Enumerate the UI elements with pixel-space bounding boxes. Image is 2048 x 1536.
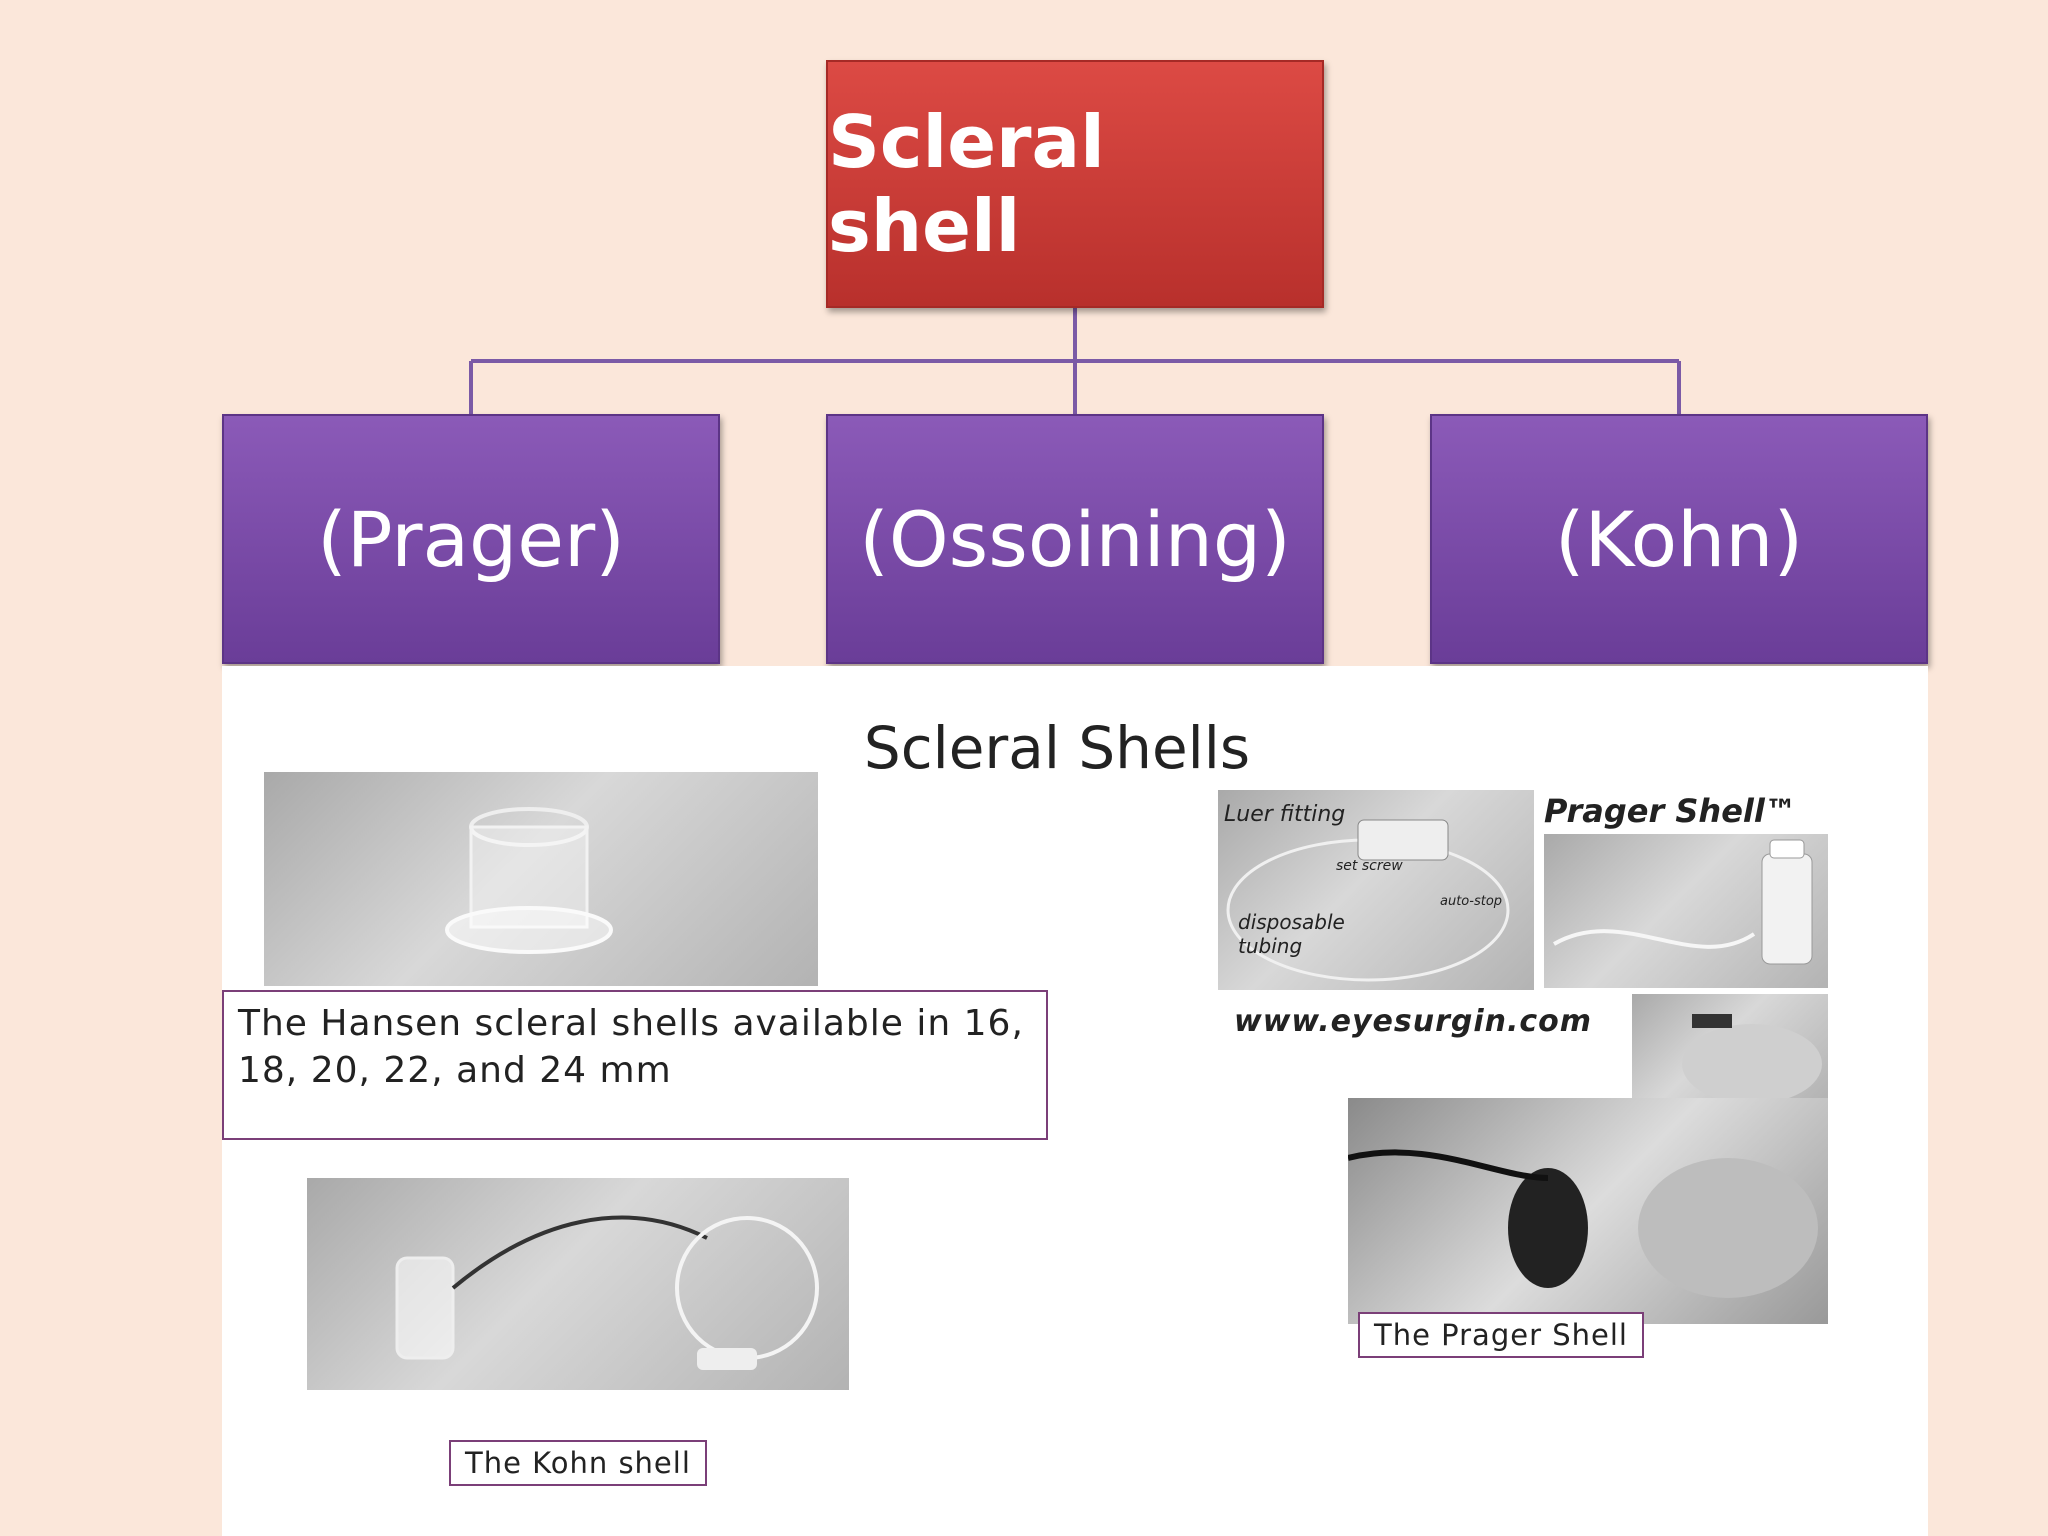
prager-product-photo (1544, 834, 1828, 988)
prager-device-illustration (1226, 819, 1510, 982)
prager-patient-photo (1632, 994, 1828, 1098)
prager-caption: The Prager Shell (1358, 1312, 1644, 1358)
disposable-tubing-label: disposable tubing (1238, 910, 1345, 958)
prager-diagram-photo: Luer fitting set screw auto-stop disposa… (1218, 790, 1534, 990)
kohn-shell-illustration (395, 1215, 819, 1370)
kohn-shell-photo (307, 1178, 849, 1390)
hansen-shell-photo (264, 772, 818, 986)
hansen-shell-illustration (445, 807, 613, 954)
panel-title: Scleral Shells (863, 714, 1251, 782)
prager-insertion-photo (1348, 1098, 1828, 1324)
prager-brand-label: Prager Shell™ (1544, 792, 1797, 830)
kohn-caption: The Kohn shell (449, 1440, 707, 1486)
set-screw-label: set screw (1336, 858, 1403, 874)
auto-stop-label: auto-stop (1440, 894, 1503, 909)
prager-insertion-illustration (1348, 1149, 1818, 1298)
child-node-prager: (Prager) (222, 414, 720, 664)
child-node-kohn: (Kohn) (1430, 414, 1928, 664)
website-label: www.eyesurgin.com (1234, 1004, 1593, 1039)
hansen-caption: The Hansen scleral shells available in 1… (222, 990, 1048, 1140)
patient-face-illustration (1682, 1014, 1822, 1098)
scleral-shells-panel: Scleral Shells The Hansen scleral shells… (222, 666, 1928, 1536)
child-node-ossoining: (Ossoining) (826, 414, 1324, 664)
luer-fitting-label: Luer fitting (1224, 802, 1346, 827)
prager-product-illustration (1553, 839, 1813, 965)
root-node-scleral-shell: Scleral shell (826, 60, 1324, 308)
